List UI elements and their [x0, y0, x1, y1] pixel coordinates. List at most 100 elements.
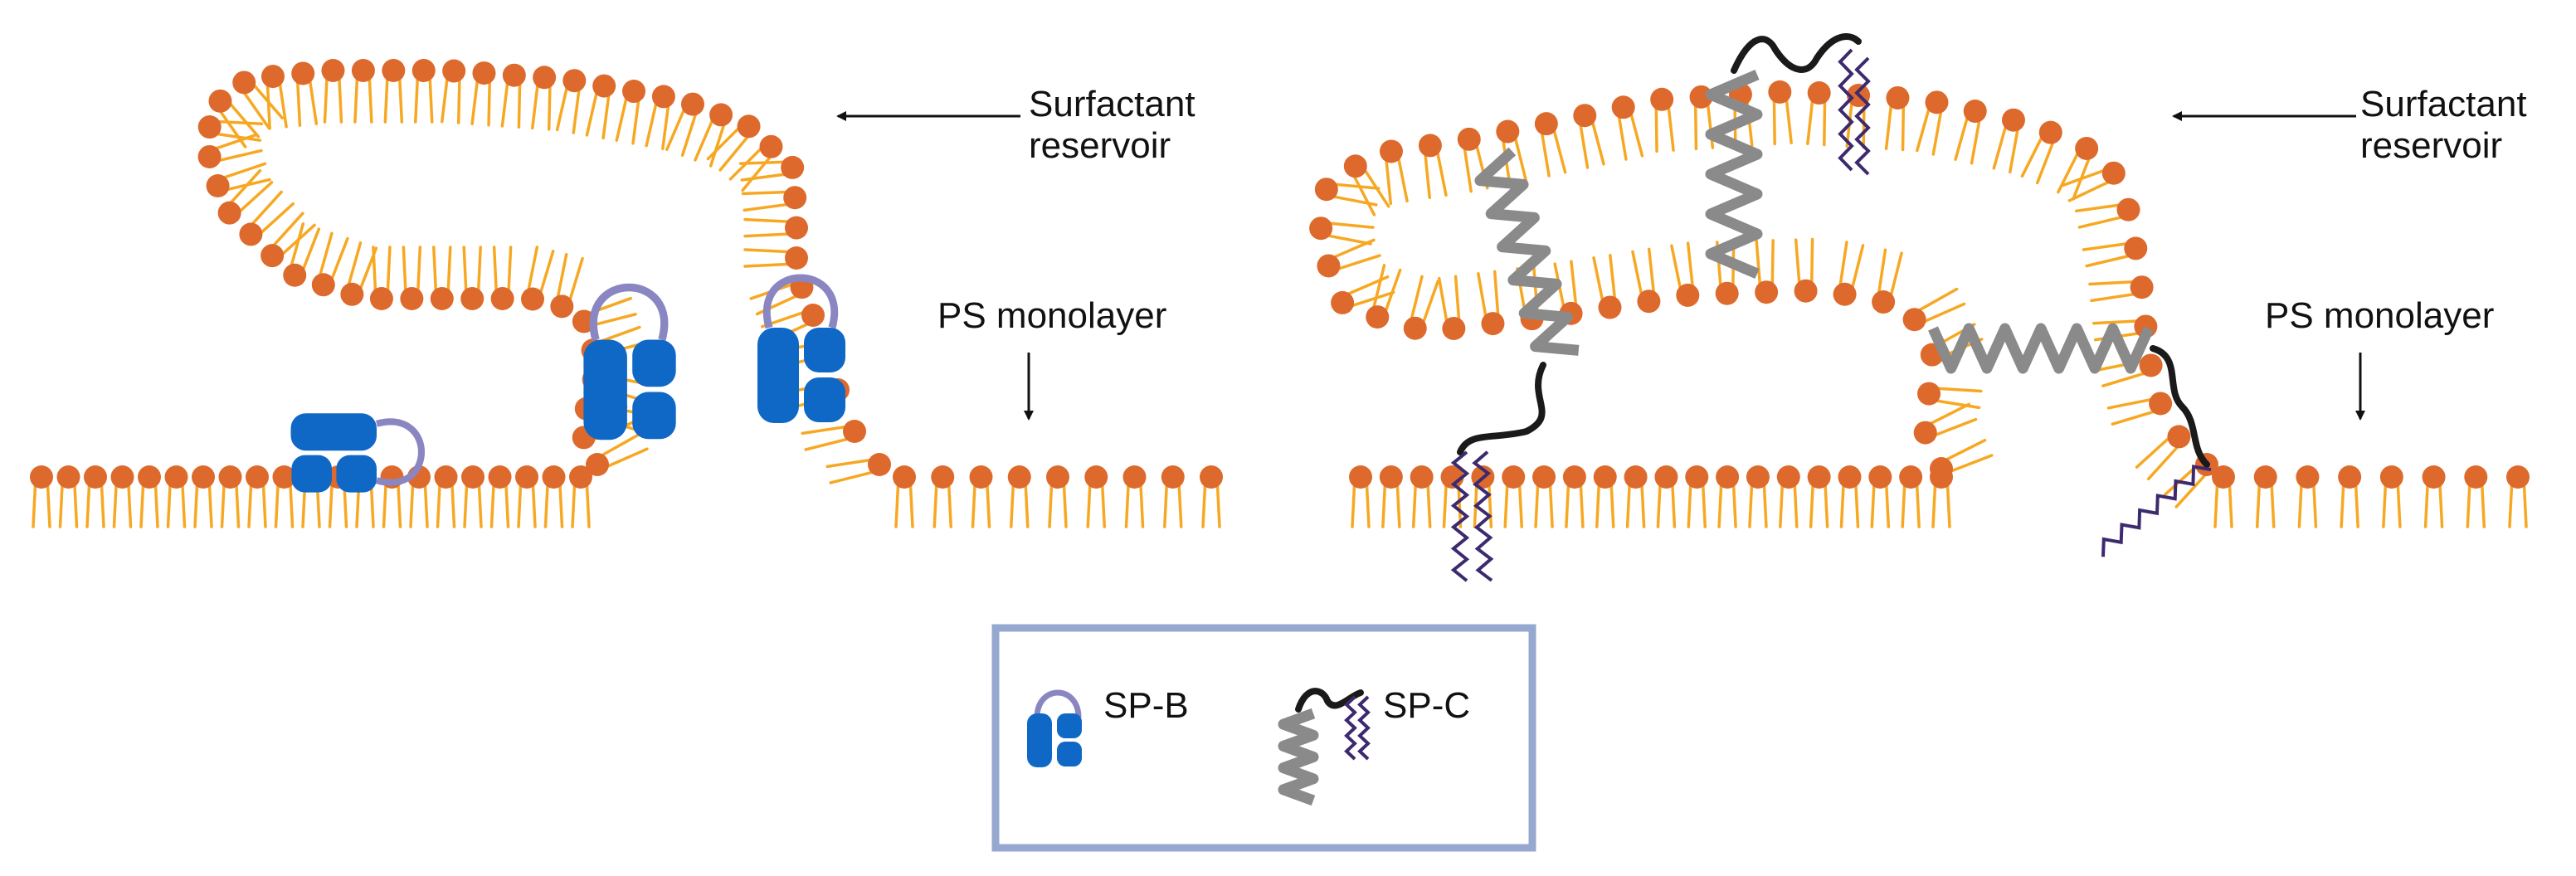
right-sp-c-proteins: [1450, 33, 2212, 582]
sp-b-helix: [290, 413, 377, 451]
lipid-head: [490, 287, 514, 310]
lipid-head: [2075, 136, 2099, 160]
lipid-head: [430, 287, 454, 310]
legend-box: SP-B SP-C: [991, 624, 1536, 852]
lipid-head: [1650, 87, 1674, 111]
sp-b-helix: [757, 328, 799, 423]
sp-c-protein-icon: [1278, 688, 1371, 806]
lipid-head: [206, 173, 230, 197]
lipid-head: [2038, 120, 2062, 144]
lipid-head: [1593, 465, 1617, 489]
lipid-head: [785, 246, 808, 270]
sp-b-protein: [757, 274, 845, 423]
sp-b-helix: [632, 392, 676, 440]
lipid-head: [56, 465, 80, 489]
lipid-head: [1776, 465, 1800, 489]
lipid-head: [520, 287, 544, 311]
lipid-head: [1046, 465, 1069, 489]
lipid-head: [1343, 154, 1367, 178]
lipid-head: [2167, 425, 2191, 449]
lipid-head: [400, 287, 424, 310]
lipid-head: [460, 287, 485, 310]
sp-b-helix: [804, 377, 845, 422]
lipid-head: [1902, 308, 1926, 332]
lipid-head: [351, 59, 375, 82]
right-reservoir-label-line2: reservoir: [2360, 125, 2502, 166]
lipid-head: [1309, 217, 1333, 241]
sp-b-loop: [589, 283, 669, 341]
lipid-head: [2253, 465, 2277, 489]
lipid-head: [1502, 465, 1526, 489]
lipid-head: [2001, 108, 2025, 132]
lipid-head: [232, 71, 256, 95]
lipid-head: [1768, 80, 1792, 104]
lipid-head: [164, 465, 188, 489]
right-panel-sp-c: Surfactant reservoir PS monolayer: [1309, 33, 2530, 582]
lipid-head: [1654, 465, 1678, 489]
lipid-head: [592, 74, 616, 98]
lipid-head: [1349, 465, 1372, 489]
lipid-head: [1868, 465, 1892, 489]
lipid-head: [1403, 316, 1427, 340]
lipid-head: [1913, 421, 1937, 445]
sp-b-helix: [804, 328, 845, 372]
sp-c-linker: [1295, 688, 1364, 713]
sp-b-helix: [632, 339, 676, 387]
sp-c-palmitoyl-chain: [1344, 695, 1357, 761]
lipid-head: [2212, 465, 2235, 489]
lipid-head: [1872, 290, 1896, 314]
lipid-head: [1481, 312, 1505, 336]
lipid-head: [502, 63, 526, 87]
lipid-head: [1532, 465, 1556, 489]
lipid-head: [2506, 465, 2530, 489]
lipid-head: [1084, 465, 1108, 489]
lipid-head: [192, 465, 215, 489]
lipid-head: [321, 59, 345, 82]
sp-c-helix: [1928, 323, 2154, 374]
lipid-head: [1379, 465, 1403, 489]
lipid-head: [1746, 465, 1770, 489]
sp-c-legend-label: SP-C: [1383, 685, 1470, 726]
lipid-head: [197, 115, 222, 139]
left-monolayer-label: PS monolayer: [937, 295, 1166, 336]
lipid-head: [369, 287, 393, 310]
lipid-head: [785, 216, 808, 240]
lipid-head: [1200, 465, 1223, 489]
lipid-head: [1573, 104, 1597, 128]
lipid-head: [1930, 465, 1953, 489]
sp-b-helix: [291, 455, 332, 493]
sp-c-palmitoyl-chain: [1450, 450, 1470, 582]
sp-c-palmitoyl-chain: [1838, 48, 1854, 172]
lipid-head: [1007, 465, 1031, 489]
sp-c-palmitoyl-chain: [1357, 695, 1371, 761]
lipid-head: [197, 144, 222, 168]
lipid-head: [969, 465, 993, 489]
lipid-head: [217, 201, 241, 225]
lipid-head: [411, 59, 436, 82]
lipid-head: [283, 263, 307, 287]
lipid-head: [1637, 290, 1661, 314]
sp-c-linker: [1457, 362, 1546, 455]
sp-c-palmitoyl-chain: [1472, 450, 1494, 582]
lipid-head: [1598, 295, 1622, 319]
left-sp-b-proteins: [290, 274, 845, 493]
sp-c-helix: [1705, 70, 1763, 279]
lipid-head: [218, 465, 242, 489]
lipid-head: [1379, 139, 1403, 163]
lipid-head: [2130, 275, 2154, 299]
lipid-head: [208, 89, 232, 113]
lipid-head: [461, 465, 485, 489]
left-reservoir-label-line1: Surfactant: [1029, 84, 1195, 124]
lipid-head: [291, 61, 315, 85]
sp-b-legend-label: SP-B: [1103, 685, 1189, 726]
lipid-head: [110, 465, 134, 489]
lipid-head: [261, 65, 285, 89]
left-panel-sp-b: Surfactant reservoir PS monolayer: [30, 59, 1223, 528]
lipid-head: [1457, 127, 1481, 151]
lipid-head: [1611, 95, 1635, 119]
lipid-head: [586, 453, 609, 476]
lipid-head: [843, 420, 866, 443]
right-reservoir-label-line1: Surfactant: [2360, 84, 2527, 124]
lipid-head: [801, 304, 825, 327]
